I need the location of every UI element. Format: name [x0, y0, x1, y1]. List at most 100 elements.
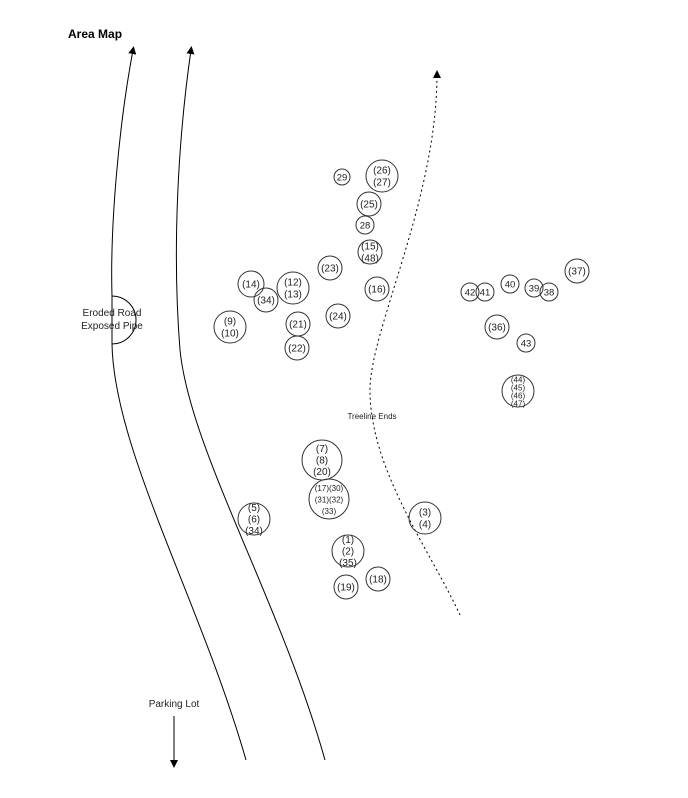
marker-m19: (19) [333, 574, 359, 600]
marker-circle [317, 255, 343, 281]
marker-label: 29 [337, 173, 348, 184]
marker-label: (37) [568, 267, 586, 278]
marker-label: (4) [419, 520, 431, 531]
marker-label: (46) [511, 392, 526, 401]
marker-m22: (22) [284, 335, 310, 361]
marker-label: 28 [360, 221, 371, 232]
marker-label: 38 [544, 288, 555, 299]
marker-m42: 42 [460, 282, 480, 302]
marker-circle [364, 276, 390, 302]
marker-circle [564, 258, 590, 284]
marker-label: (27) [373, 178, 391, 189]
marker-label: (23) [321, 264, 339, 275]
marker-label: (15) [361, 242, 379, 253]
marker-label: (17)(30) [315, 484, 344, 493]
marker-circle [276, 271, 310, 305]
road-left-edge-south [111, 343, 247, 761]
marker-circle [501, 374, 535, 408]
road-right-edge [175, 46, 326, 761]
eroded-road-exposed-pipe [111, 295, 137, 345]
marker-label: (34) [257, 296, 275, 307]
marker-label: (6) [248, 515, 260, 526]
marker-label: (3) [419, 508, 431, 519]
marker-circle [237, 270, 265, 298]
marker-circle [516, 333, 536, 353]
marker-circle [333, 574, 359, 600]
marker-circle [213, 310, 247, 344]
marker-m37: (37) [564, 258, 590, 284]
marker-m7-8-20: (7)(8)(20) [301, 439, 343, 481]
marker-circle [333, 168, 351, 186]
marker-label: 41 [480, 288, 491, 299]
marker-label: (13) [284, 290, 302, 301]
marker-m5-6-34: (5)(6)(34) [237, 502, 271, 537]
marker-label: (5) [248, 503, 260, 514]
marker-circle [484, 314, 510, 340]
marker-m15-48: (15)(48) [357, 239, 383, 265]
marker-label: 40 [505, 280, 516, 291]
treeline-ends-label: Treeline Ends [347, 412, 396, 421]
marker-circle [365, 159, 399, 193]
marker-label: 42 [465, 288, 476, 299]
marker-label: (25) [360, 200, 378, 211]
marker-label: (14) [242, 280, 260, 291]
marker-circle [475, 282, 495, 302]
marker-label: (19) [337, 583, 355, 594]
road-left-edge-north [111, 46, 137, 297]
marker-label: (7) [316, 444, 328, 455]
marker-label: (10) [221, 329, 239, 340]
marker-m28: 28 [355, 215, 375, 235]
marker-m18: (18) [365, 566, 391, 592]
marker-circle [308, 478, 350, 520]
marker-label: (20) [313, 467, 331, 478]
marker-label: (8) [316, 456, 328, 467]
marker-label: (48) [361, 254, 379, 265]
marker-label: (31)(32) [315, 496, 344, 505]
eroded-road-label: Eroded Road [83, 308, 142, 319]
marker-label: (9) [224, 317, 236, 328]
marker-m1-2-35: (1)(2)(35) [331, 534, 365, 569]
marker-circle [356, 191, 382, 217]
marker-circle [524, 278, 544, 298]
marker-label: (33) [322, 507, 337, 516]
marker-label: 39 [529, 284, 540, 295]
exposed-pipe-label: Exposed Pipe [81, 321, 143, 332]
marker-circle [408, 501, 442, 535]
marker-circle [539, 282, 559, 302]
marker-circle [365, 566, 391, 592]
marker-m29: 29 [333, 168, 351, 186]
map-title: Area Map [68, 27, 123, 41]
marker-circle [237, 502, 271, 536]
marker-m3-4: (3)(4) [408, 501, 442, 535]
marker-circle [357, 239, 383, 265]
marker-circle [253, 287, 279, 313]
marker-label: 43 [521, 339, 532, 350]
marker-m17-33: (17)(30) (31)(32) (33) [308, 478, 350, 520]
marker-m14: (14) [237, 270, 265, 298]
marker-m43: 43 [516, 333, 536, 353]
marker-label: (22) [288, 344, 306, 355]
marker-circle [284, 335, 310, 361]
marker-m12-13: (12)(13) [276, 271, 310, 305]
marker-m39: 39 [524, 278, 544, 298]
marker-label: (16) [368, 285, 386, 296]
marker-label: (36) [488, 323, 506, 334]
marker-label: (44) [511, 376, 526, 385]
parking-lot-label: Parking Lot [149, 699, 200, 710]
marker-m23: (23) [317, 255, 343, 281]
marker-m24: (24) [325, 303, 351, 329]
marker-circle [331, 534, 365, 568]
treeline-boundary [369, 70, 461, 616]
marker-m36: (36) [484, 314, 510, 340]
marker-m41: 41 [475, 282, 495, 302]
marker-label: (21) [289, 320, 307, 331]
marker-circle [325, 303, 351, 329]
marker-label: (34) [245, 526, 263, 537]
marker-label: (18) [369, 575, 387, 586]
marker-m44-47: (44)(45)(46)(47) [501, 374, 535, 409]
marker-circle [355, 215, 375, 235]
marker-m16: (16) [364, 276, 390, 302]
marker-label: (24) [329, 312, 347, 323]
marker-label: (26) [373, 166, 391, 177]
